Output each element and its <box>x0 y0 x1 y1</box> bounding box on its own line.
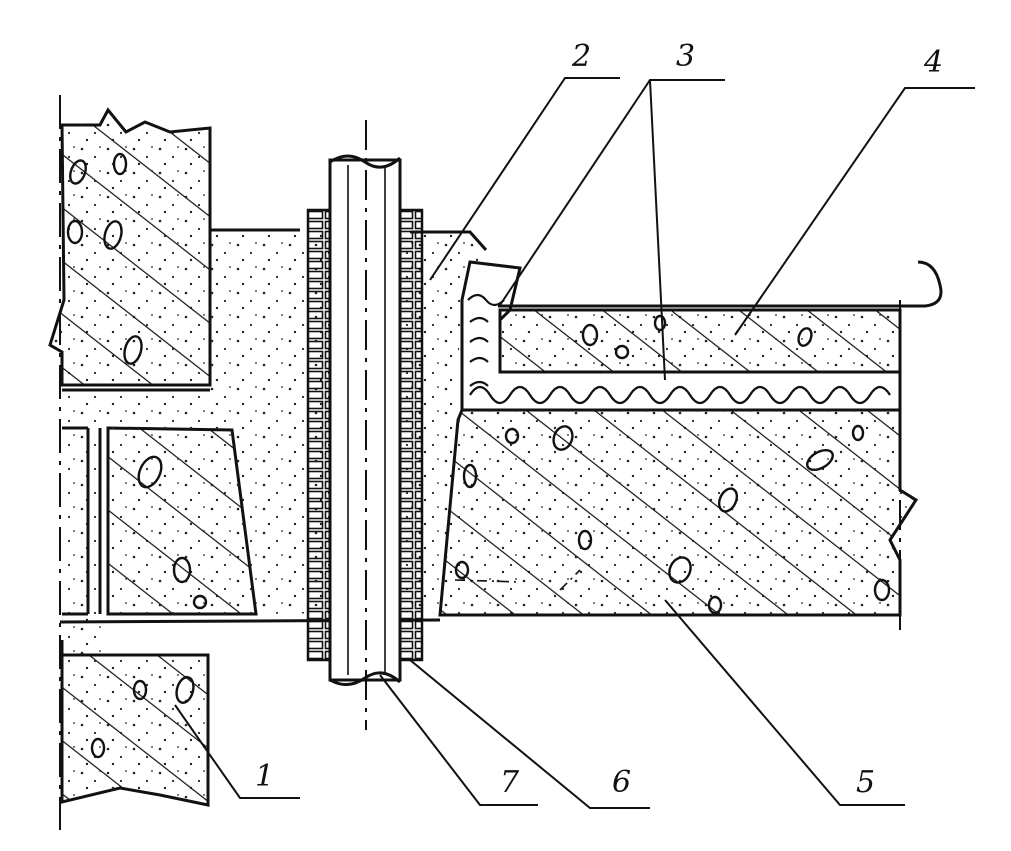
wall-mortar-joints <box>60 390 102 655</box>
leader-6 <box>409 659 650 809</box>
callout-label-7: 7 <box>500 765 520 800</box>
callout-label-5: 5 <box>856 765 875 800</box>
wall-upper-block <box>48 107 212 387</box>
corrugated-sleeve <box>306 208 424 662</box>
leader-1 <box>174 704 300 799</box>
callout-label-1: 1 <box>255 759 274 794</box>
callout-label-2: 2 <box>571 39 591 74</box>
finish-flooring-edge <box>498 260 943 308</box>
wall-lower-block <box>60 653 210 807</box>
leader-2 <box>429 77 620 281</box>
floor-slab <box>438 408 919 617</box>
leader-3a <box>499 79 725 306</box>
callout-label-3: 3 <box>676 39 695 74</box>
aggregate-pebbles <box>66 152 891 759</box>
floor-screed-layer <box>498 308 902 374</box>
leader-lines <box>174 77 975 809</box>
leader-7 <box>379 674 538 806</box>
callout-label-4: 4 <box>923 45 943 80</box>
leader-5 <box>664 599 905 806</box>
leader-3b <box>649 79 666 381</box>
callout-label-6: 6 <box>612 765 631 800</box>
leader-4 <box>734 87 975 336</box>
wall-mid-block <box>106 426 258 616</box>
